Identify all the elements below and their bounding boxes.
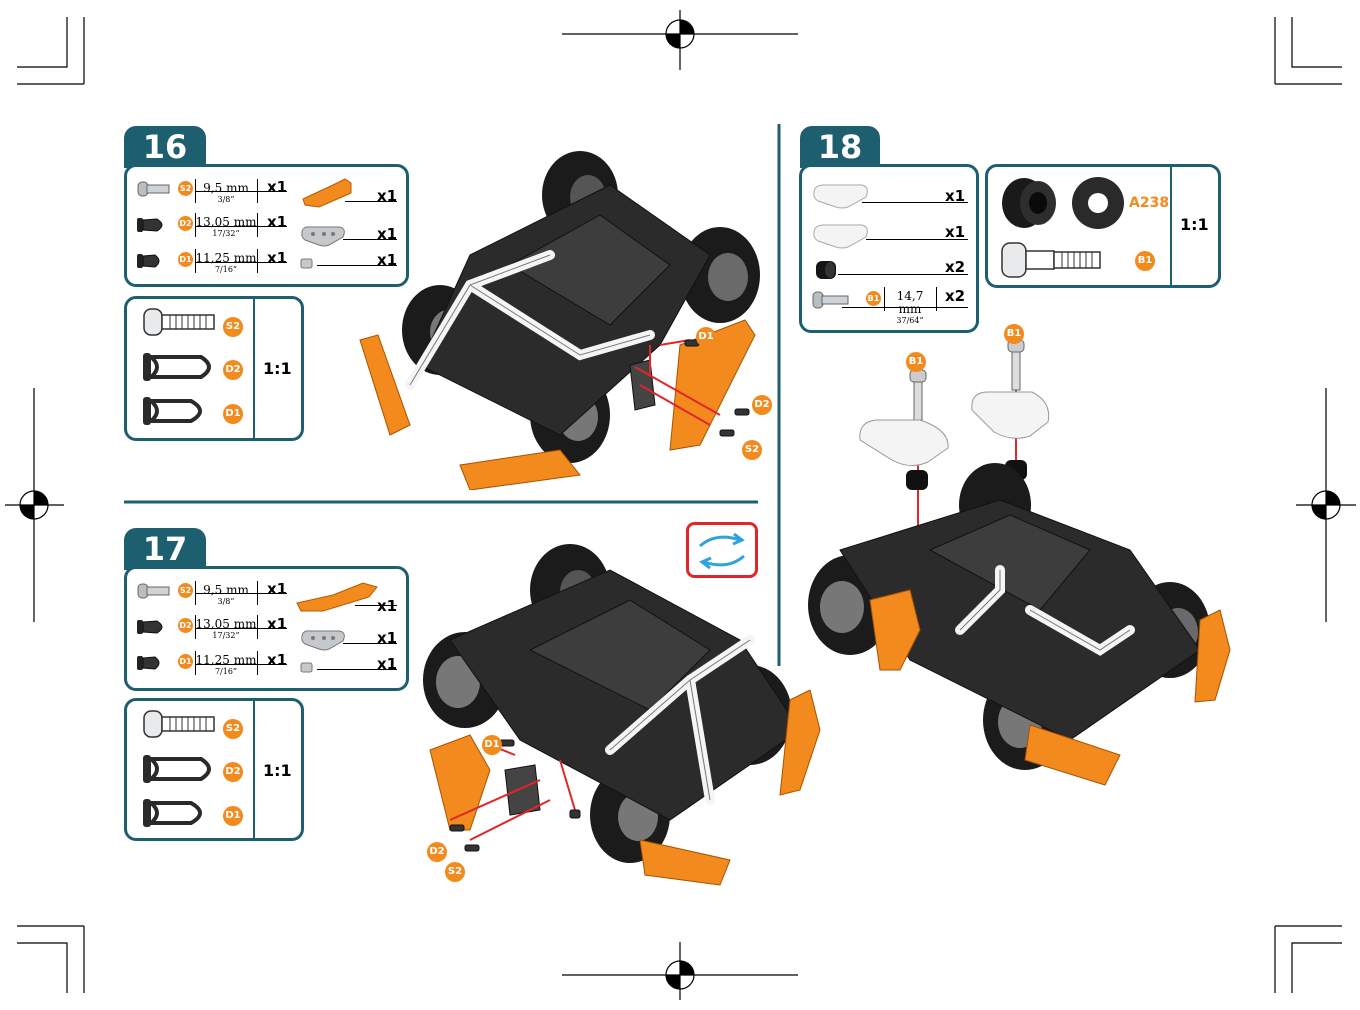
callout-badge: D2	[752, 395, 772, 415]
rivet-icon	[139, 395, 223, 427]
plate-quantity: x1	[377, 629, 397, 647]
triangle-plate-icon	[810, 221, 874, 253]
part-code-badge: D1	[223, 806, 243, 826]
part-quantity: x1	[945, 223, 965, 241]
part-code-badge: D1	[178, 252, 193, 267]
rivet-icon	[139, 351, 223, 383]
scale-panel: A238 B1 1:1	[985, 164, 1221, 288]
square-nut-icon	[299, 257, 315, 271]
step-number: 16	[124, 126, 206, 168]
callout-badge: B1	[1004, 324, 1024, 344]
part-quantity: x1	[267, 651, 287, 669]
part-code-badge: D2	[223, 762, 243, 782]
rivet-icon	[135, 616, 175, 638]
callout-badge: B1	[906, 352, 926, 372]
spacer-icon	[814, 257, 840, 283]
part-quantity: x1	[267, 249, 287, 267]
plate-quantity: x1	[377, 597, 397, 615]
assembly-illustration	[800, 330, 1240, 800]
part-code-badge: B1	[866, 291, 881, 306]
screw-icon	[137, 179, 173, 199]
spacer-icon	[998, 175, 1128, 235]
part-quantity: x1	[267, 580, 287, 598]
screw-icon	[142, 709, 222, 739]
callout-badge: D1	[696, 327, 716, 347]
part-quantity: x1	[267, 615, 287, 633]
scale-panel: S2 D2 D1 1:1	[124, 698, 304, 841]
rivet-icon	[135, 214, 175, 236]
part-code-badge: S2	[178, 181, 193, 196]
assembly-illustration	[410, 540, 840, 890]
rivet-icon	[139, 797, 223, 829]
rivet-icon	[135, 652, 175, 674]
crop-mark-icon	[17, 17, 84, 84]
assembly-illustration	[350, 145, 770, 490]
spacer-code: A238	[1129, 195, 1169, 211]
screw-icon	[142, 307, 222, 337]
callout-badge: D1	[482, 735, 502, 755]
rivet-icon	[135, 250, 175, 272]
part-code-badge: B1	[1135, 251, 1155, 271]
step-number: 17	[124, 528, 206, 570]
part-quantity: x1	[945, 187, 965, 205]
spacer-icon	[906, 470, 928, 490]
scale-ratio: 1:1	[1180, 215, 1209, 234]
part-quantity: x2	[945, 287, 965, 305]
part-code-badge: S2	[223, 317, 243, 337]
triangle-plate-icon	[810, 181, 874, 213]
rivet-icon	[139, 753, 223, 785]
crop-mark-icon	[1275, 17, 1342, 84]
part-code-badge: D2	[178, 216, 193, 231]
scale-ratio: 1:1	[263, 761, 292, 780]
crop-mark-icon	[17, 926, 84, 993]
part-code-badge: D1	[223, 404, 243, 424]
square-nut-icon	[299, 661, 315, 675]
part-quantity: x1	[267, 178, 287, 196]
bolt-icon	[1000, 241, 1110, 281]
scale-panel: S2 D2 D1 1:1	[124, 296, 304, 441]
part-quantity: x1	[267, 213, 287, 231]
plate-quantity: x1	[377, 655, 397, 673]
screw-icon	[137, 581, 173, 601]
part-code-badge: S2	[178, 583, 193, 598]
triangle-plate-icon	[299, 223, 349, 249]
part-code-badge: S2	[223, 719, 243, 739]
part-code-badge: D2	[178, 618, 193, 633]
part-code-badge: D1	[178, 654, 193, 669]
callout-badge: D2	[427, 842, 447, 862]
crop-mark-icon	[1275, 926, 1342, 993]
callout-badge: S2	[445, 862, 465, 882]
bolt-icon	[910, 370, 926, 420]
step-number: 18	[800, 126, 880, 168]
scale-ratio: 1:1	[263, 359, 292, 378]
triangle-plate-icon	[299, 627, 349, 653]
bolt-icon	[1008, 340, 1024, 390]
part-code-badge: D2	[223, 360, 243, 380]
part-quantity: x2	[945, 258, 965, 276]
callout-badge: S2	[742, 440, 762, 460]
